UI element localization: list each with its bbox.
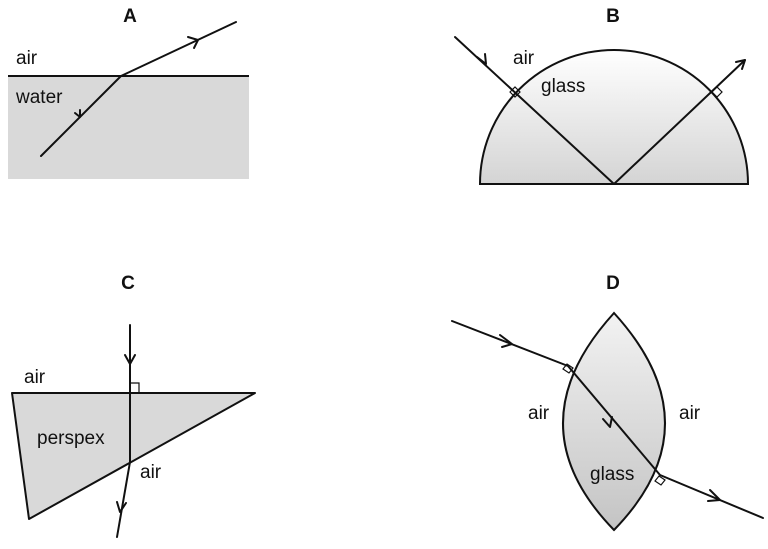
label-air-d-right: air [679, 403, 701, 424]
label-air-d-left: air [528, 403, 550, 424]
diagram-b: B air glass [454, 6, 750, 185]
label-air-c-exit: air [140, 462, 162, 483]
diagram-c: C air perspex air [11, 273, 256, 538]
ray-arrow-d-2 [602, 416, 613, 428]
perspex-prism [11, 392, 256, 520]
diagram-d: D air air glass [451, 273, 764, 532]
ray-arrow-a-2 [187, 36, 199, 49]
ray-arrow-a-1 [74, 109, 81, 118]
right-angle-mark-d-right [654, 475, 666, 486]
diagram-b-heading: B [606, 6, 620, 27]
label-water-a: water [15, 87, 63, 108]
ray-arrow-b-2 [735, 59, 746, 70]
label-perspex-c: perspex [37, 428, 105, 449]
ray-arrow-c-2 [116, 501, 127, 513]
label-glass-d: glass [590, 464, 634, 485]
light-ray-b [454, 36, 746, 185]
label-glass-b: glass [541, 76, 585, 97]
label-air-c-top: air [24, 367, 46, 388]
diagram-c-heading: C [121, 273, 135, 294]
ray-arrow-d-1 [499, 334, 513, 348]
light-ray-c [116, 324, 131, 538]
diagram-a: A air water [8, 6, 249, 179]
ray-arrow-d-3 [707, 489, 721, 502]
right-angle-mark-b-right [711, 86, 723, 98]
diagram-a-heading: A [123, 6, 137, 27]
right-angle-mark-c [130, 382, 140, 393]
right-angle-mark-b-left [509, 86, 521, 98]
label-air-a: air [16, 48, 38, 69]
ray-arrow-c-1 [124, 354, 136, 365]
diagram-d-heading: D [606, 273, 620, 294]
water-region [8, 76, 249, 179]
right-angle-mark-d-left [562, 363, 574, 374]
ray-arrow-b-1 [476, 53, 487, 65]
label-air-b: air [513, 48, 535, 69]
glass-semicircle-block [478, 49, 750, 185]
